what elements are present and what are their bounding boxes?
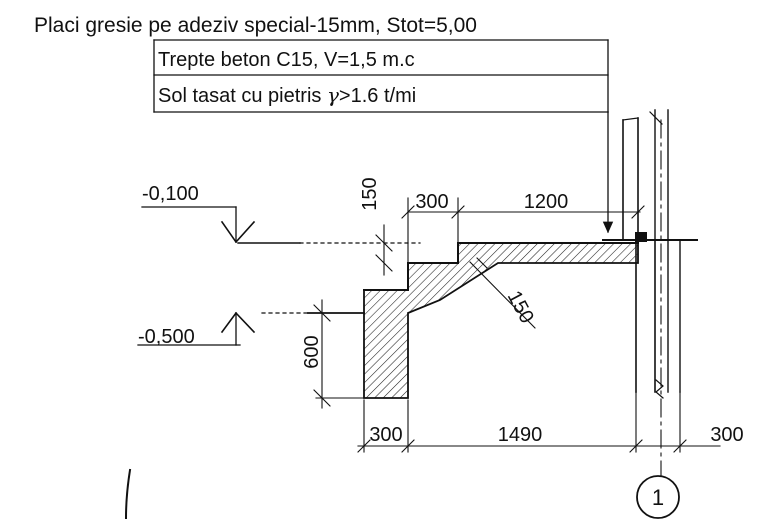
waterproofing-block <box>635 232 647 242</box>
dim-bottom-run: 300 1490 300 <box>357 391 744 453</box>
dim-slab-thickness-label: 150 <box>503 287 538 327</box>
dim-landing-width-label: 1200 <box>524 191 569 213</box>
dim-step-height: 150 <box>359 177 393 276</box>
dim-wall-offset-label: 300 <box>710 424 743 446</box>
level-upper-label: -0,100 <box>142 183 199 205</box>
axis-1: 1 <box>636 119 680 519</box>
dim-foundation-height: 600 <box>301 299 365 409</box>
note-finish-layer: Placi gresie pe adeziv special-15mm, Sto… <box>34 14 477 37</box>
dim-step-height-label: 150 <box>359 177 381 210</box>
pen-stroke-mark <box>124 468 132 520</box>
wall-section <box>622 109 669 242</box>
dim-foundation-height-label: 600 <box>301 335 323 368</box>
note-leader-lines <box>153 39 614 234</box>
dim-top-run: 300 1200 <box>401 191 645 263</box>
note-soil-prefix: Sol tasat cu pietris <box>158 85 327 107</box>
note-soil-suffix: >1.6 t/mi <box>339 85 416 107</box>
axis-label: 1 <box>652 485 664 510</box>
stair-concrete-body <box>363 242 639 399</box>
note-soil-gamma: γ <box>327 83 339 107</box>
level-mark-lower: -0,500 <box>137 311 256 348</box>
level-mark-upper: -0,100 <box>141 183 256 244</box>
level-lower-label: -0,500 <box>138 326 195 348</box>
note-compacted-soil: Sol tasat cu pietris γ>1.6 t/mi <box>158 83 416 107</box>
dim-step-width-label: 300 <box>415 191 448 213</box>
step-outline <box>363 242 639 291</box>
dim-foundation-width-label: 300 <box>369 424 402 446</box>
dim-total-length-label: 1490 <box>498 424 543 446</box>
note-concrete-steps: Trepte beton C15, V=1,5 m.c <box>158 49 415 71</box>
axis-bubble <box>636 475 680 519</box>
wall-foundation <box>602 239 698 399</box>
